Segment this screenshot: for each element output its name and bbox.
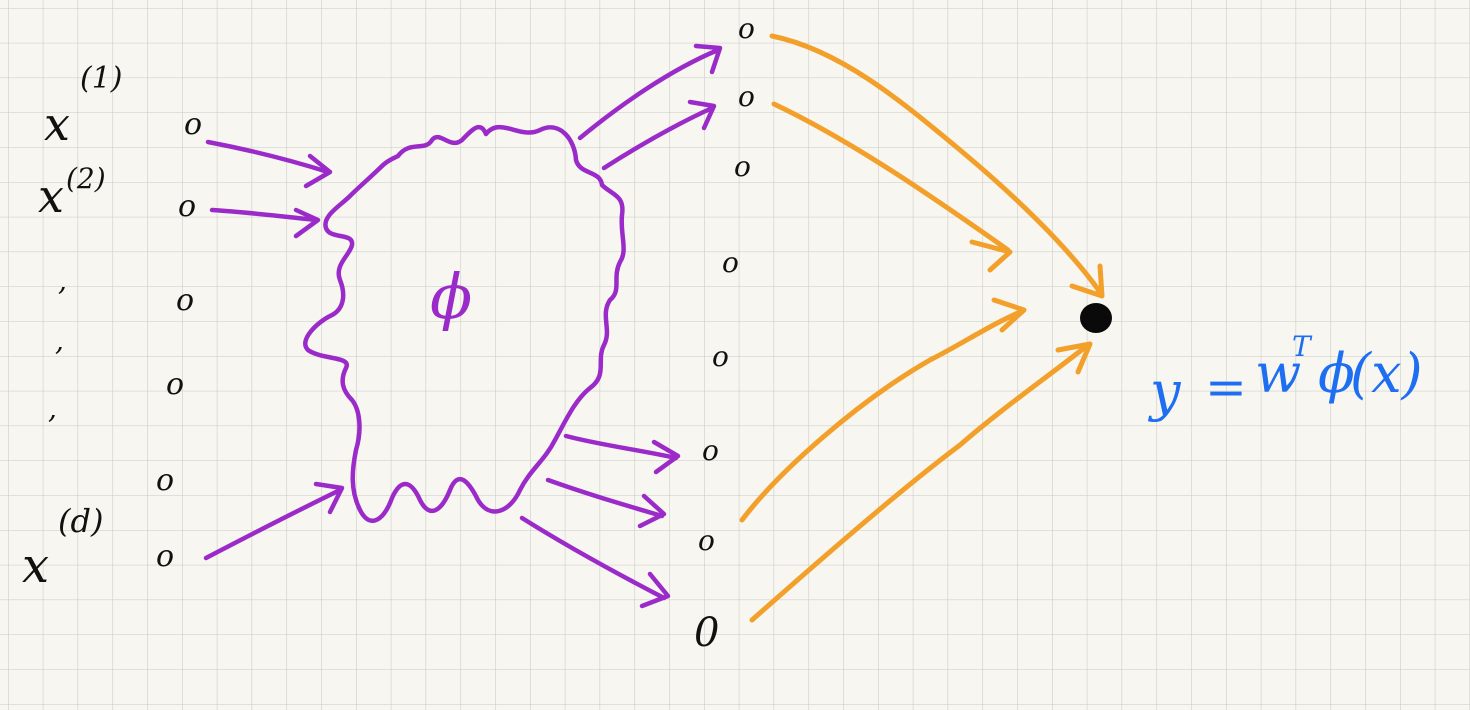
input-nodes: o o o o o o	[156, 107, 202, 574]
phi-blob-outline	[303, 124, 626, 523]
equation-equals: =	[1205, 358, 1247, 416]
feature-arrows	[519, 43, 723, 609]
label-xd-superscript: (d)	[58, 502, 103, 540]
label-x2-base: x	[38, 169, 64, 223]
input-node-3: o	[176, 283, 194, 318]
feature-node-5: o	[712, 340, 729, 373]
output-node	[1080, 303, 1112, 333]
feature-arrow-2	[601, 99, 717, 171]
feature-node-4: o	[722, 246, 739, 279]
input-arrows	[203, 139, 345, 561]
label-x1: x (1)	[44, 61, 123, 151]
weight-arrow-8	[749, 341, 1093, 623]
input-node-6: o	[156, 539, 174, 574]
feature-arrow-7	[545, 477, 667, 529]
equation-w: w	[1255, 342, 1301, 405]
input-arrow-d	[203, 481, 345, 561]
input-arrow-1	[205, 139, 333, 189]
weight-arrow-2	[771, 101, 1013, 273]
label-xd-base: x	[22, 538, 49, 594]
input-node-2: o	[178, 189, 196, 224]
phi-label: ϕ	[430, 260, 472, 333]
feature-node-6: o	[702, 434, 719, 467]
equation-phi: ϕ	[1318, 342, 1355, 405]
input-arrow-2	[209, 207, 321, 239]
ellipsis-dot-3: ,	[48, 392, 57, 425]
feature-node-7: o	[698, 524, 715, 557]
label-xd: x (d)	[22, 502, 103, 594]
feature-arrow-6	[563, 433, 681, 475]
label-x1-base: x	[44, 97, 70, 151]
label-x2: x (2)	[38, 162, 106, 223]
label-x2-superscript: (2)	[66, 162, 106, 195]
input-node-5: o	[156, 463, 174, 498]
input-labels: x (1) x (2) , , , x (d)	[22, 61, 123, 594]
equation-transpose: T	[1292, 330, 1313, 363]
equation-arg: (x)	[1350, 342, 1423, 405]
output-equation: y = w T ϕ (x)	[1148, 330, 1423, 423]
feature-node-1: o	[738, 12, 755, 45]
weight-arrows	[739, 33, 1105, 623]
input-node-4: o	[166, 367, 184, 402]
weight-arrow-1	[769, 33, 1105, 299]
feature-arrow-1	[577, 43, 723, 141]
phi-transform: ϕ	[303, 124, 626, 523]
weight-arrow-7	[739, 297, 1027, 523]
feature-nodes: o o o o o o o 0	[694, 12, 755, 656]
feature-arrow-8	[519, 515, 671, 609]
feature-node-3: o	[734, 150, 751, 183]
feature-node-8: 0	[694, 610, 719, 656]
ellipsis-dot-2: ,	[55, 324, 64, 357]
label-x1-superscript: (1)	[80, 61, 123, 96]
equation-y: y	[1148, 360, 1182, 423]
feature-node-2: o	[738, 80, 755, 113]
ellipsis-dot-1: ,	[58, 264, 67, 297]
input-node-1: o	[184, 107, 202, 142]
